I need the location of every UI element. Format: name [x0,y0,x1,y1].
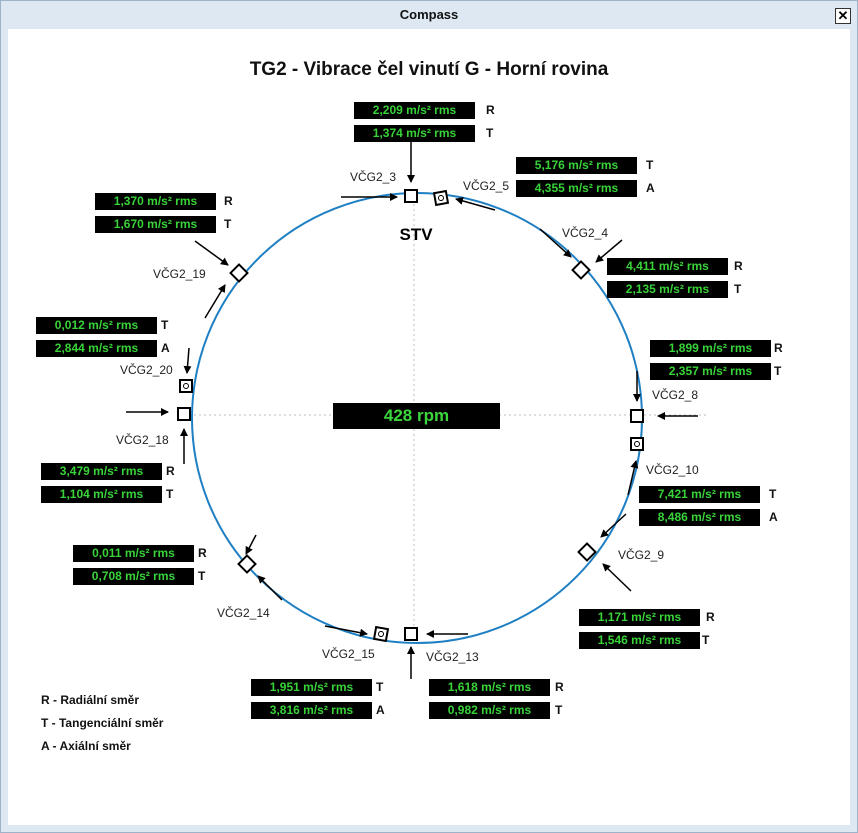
direction-letter: T [769,487,777,501]
sensor-label: VČG2_8 [652,388,699,402]
page-title: TG2 - Vibrace čel vinutí G - Horní rovin… [249,59,609,80]
sensor-vcg2-10[interactable] [630,437,644,451]
measurement-value: 0,012 m/s² rms [36,317,157,334]
direction-letter: T [166,487,174,501]
arrow [245,534,257,555]
axial-sensor-icon [437,194,445,202]
direction-letter: T [224,217,232,231]
arrow [204,284,226,319]
direction-letter: T [646,158,654,172]
title-bar: Compass ✕ [1,1,857,29]
measurement-value: 3,479 m/s² rms [41,463,162,480]
direction-letter: T [734,282,742,296]
direction-letter: T [376,680,384,694]
sensor-label: VČG2_4 [562,226,609,240]
legend-radial: R - Radiální směr [41,693,140,707]
measurement-value: 2,135 m/s² rms [607,281,728,298]
sensor-label: VČG2_19 [153,267,206,281]
direction-letter: T [555,703,563,717]
direction-letter: R [166,464,175,478]
measurement-value: 1,899 m/s² rms [650,340,771,357]
direction-letter: A [376,703,385,717]
sensor-vcg2-15[interactable] [372,625,390,643]
direction-letter: R [224,194,233,208]
sensor-label: VČG2_18 [116,433,169,447]
measurement-value: 1,546 m/s² rms [579,632,700,649]
direction-letter: R [486,103,495,117]
direction-letter: R [774,341,783,355]
direction-letter: T [486,126,494,140]
measurement-value: 2,209 m/s² rms [354,102,475,119]
measurement-value: 2,844 m/s² rms [36,340,157,357]
sensor-label: VČG2_14 [217,606,270,620]
arrow [194,240,229,266]
measurement-value: 1,370 m/s² rms [95,193,216,210]
legend-tangential: T - Tangenciální směr [41,716,164,730]
measurement-value: 7,421 m/s² rms [639,486,760,503]
compass-panel: TG2 - Vibrace čel vinutí G - Horní rovin… [8,29,850,825]
direction-letter: R [198,546,207,560]
sensor-vcg2-20[interactable] [179,379,193,393]
close-icon[interactable]: ✕ [835,8,851,24]
measurement-value: 1,618 m/s² rms [429,679,550,696]
measurement-value: 0,982 m/s² rms [429,702,550,719]
stv-label: STV [399,225,433,244]
sensor-label: VČG2_13 [426,650,479,664]
legend-axial: A - Axiální směr [41,739,131,753]
arrow [183,347,192,374]
sensor-label: VČG2_20 [120,363,173,377]
sensor-vcg2-3[interactable] [404,189,418,203]
direction-letter: A [646,181,655,195]
direction-letter: R [555,680,564,694]
sensor-vcg2-13[interactable] [404,627,418,641]
arrow [539,228,572,258]
axial-sensor-icon [377,630,385,638]
measurement-value: 1,670 m/s² rms [95,216,216,233]
measurement-value: 1,951 m/s² rms [251,679,372,696]
direction-letter: T [702,633,710,647]
axial-sensor-icon [634,441,640,447]
window-title: Compass [399,7,459,22]
measurement-value: 5,176 m/s² rms [516,157,637,174]
sensor-vcg2-8[interactable] [630,409,644,423]
direction-letter: A [769,510,778,524]
measurement-value: 1,171 m/s² rms [579,609,700,626]
arrow [455,197,496,211]
arrow [600,513,627,538]
sensor-label: VČG2_3 [350,170,397,184]
measurement-value: 0,011 m/s² rms [73,545,194,562]
speed-readout: 428 rpm [333,403,500,429]
direction-letter: A [161,341,170,355]
sensor-label: VČG2_10 [646,463,699,477]
direction-letter: T [161,318,169,332]
measurement-value: 4,355 m/s² rms [516,180,637,197]
direction-letter: T [774,364,782,378]
direction-letter: R [734,259,743,273]
sensor-vcg2-5[interactable] [432,189,450,207]
axial-sensor-icon [183,383,189,389]
arrow [595,239,623,263]
measurement-value: 8,486 m/s² rms [639,509,760,526]
sensor-label: VČG2_9 [618,548,665,562]
measurement-value: 1,374 m/s² rms [354,125,475,142]
direction-letter: R [706,610,715,624]
arrow [324,625,368,637]
measurement-value: 1,104 m/s² rms [41,486,162,503]
arrow [257,575,283,601]
sensor-label: VČG2_5 [463,179,510,193]
direction-letter: T [198,569,206,583]
sensor-vcg2-18[interactable] [177,407,191,421]
measurement-value: 0,708 m/s² rms [73,568,194,585]
measurement-value: 3,816 m/s² rms [251,702,372,719]
arrow [627,460,639,496]
arrow [602,563,632,592]
measurement-value: 4,411 m/s² rms [607,258,728,275]
sensor-label: VČG2_15 [322,647,375,661]
measurement-value: 2,357 m/s² rms [650,363,771,380]
